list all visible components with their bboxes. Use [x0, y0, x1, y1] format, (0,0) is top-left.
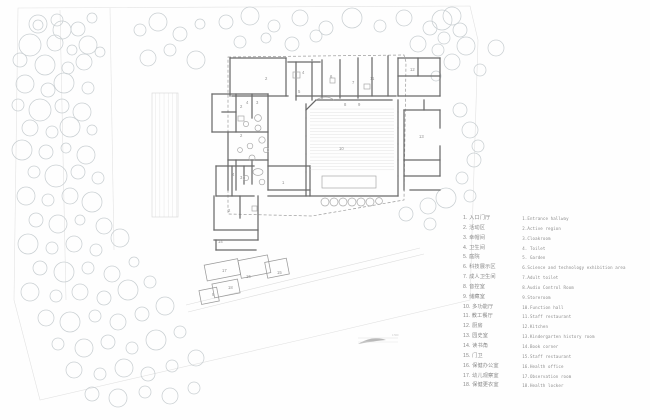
legend-item-cn: 18. 保健更衣室: [463, 382, 499, 389]
legend-item-en: 6.Science and technology exhibition area: [522, 265, 626, 271]
room-number-label: 18: [228, 285, 233, 290]
room-number-label: 12: [410, 67, 415, 72]
function-hall-seating: [310, 106, 394, 172]
room-number-label: 2: [228, 208, 231, 213]
legend-item-cn: 4. 卫生间: [463, 244, 486, 251]
room-number-label: 10: [339, 146, 344, 151]
legend-item-cn: 16. 保健办公室: [463, 362, 499, 369]
legend: 1. 入口门厅 2. 活动区 3. 幸帽间 4. 卫生间 5. 庭院 6. 科技展示区 7.…: [463, 214, 648, 391]
room-number-label: 4: [246, 100, 249, 105]
room-number-label: 13: [419, 134, 424, 139]
legend-item-cn: 12. 厨房: [463, 323, 483, 330]
room-number-label: 9: [358, 102, 361, 107]
legend-item-en: 14.Book corner: [522, 343, 559, 349]
room-number-label: 3: [240, 175, 243, 180]
exterior-steps: [151, 92, 179, 218]
legend-item-en: 15.Staff restaurant: [522, 353, 572, 359]
legend-item-cn: 14. 读书角: [463, 342, 489, 349]
column-grid: [285, 57, 399, 177]
legend-item-cn: 9. 储藏室: [463, 293, 486, 300]
legend-chinese-column: 1. 入口门厅 2. 活动区 3. 幸帽间 4. 卫生间 5. 庭院 6. 科技展示区 7.…: [463, 214, 510, 391]
room-number-label: 4: [302, 70, 305, 75]
legend-item-en: 2.Active region: [522, 225, 561, 231]
interior-walls: [211, 55, 441, 251]
legend-item-en: 12.Kitchen: [522, 324, 549, 330]
room-number-label: 3: [256, 100, 259, 105]
room-number-label: 7: [352, 80, 355, 85]
legend-item-en: 18.Health locker: [522, 383, 564, 389]
legend-item-en: 16.Health office: [522, 363, 564, 369]
legend-item-en: 4. Toilet: [522, 245, 546, 251]
legend-item-cn: 1. 入口门厅: [463, 215, 491, 221]
legend-item-en: 17.Observation room: [522, 373, 572, 379]
room-number-label: 9: [212, 292, 215, 297]
legend-item-en: 10.Function hall: [522, 304, 564, 310]
legend-item-en: 3.Cloakroom: [522, 235, 551, 241]
site-path: [185, 247, 425, 313]
room-number-label: 6: [330, 74, 333, 79]
legend-item-en: 9.Storeroom: [522, 294, 551, 300]
legend-item-en: 7.Adult toilet: [522, 275, 559, 281]
legend-item-cn: 15. 门卫: [463, 352, 483, 359]
lobby-seating-circles: [320, 197, 383, 207]
north-arrow-and-scale: [358, 337, 398, 344]
legend-item-en: 5. Garden: [522, 255, 546, 261]
room-number-label: 5: [298, 89, 301, 94]
room-number-label: 14: [218, 239, 223, 244]
tree-canopy-group: [11, 6, 505, 408]
room-number-label: 8: [344, 102, 347, 107]
room-number-label: 1: [282, 180, 285, 185]
furniture-and-fixtures: [237, 71, 377, 212]
legend-item-cn: 17. 幼儿观察室: [463, 372, 499, 379]
legend-item-en: 8.Audio Control Room: [522, 284, 574, 290]
legend-item-cn: 10. 多功能厅: [463, 303, 494, 310]
room-number-label: 2: [265, 76, 268, 81]
room-number-label: 11: [370, 76, 375, 81]
legend-item-cn: 8. 音控室: [463, 283, 486, 290]
legend-item-en: 13.Kindergarten history room: [522, 334, 595, 340]
room-number-label: 17: [222, 268, 227, 273]
legend-item-en: 1.Entrance hallway: [522, 216, 569, 221]
room-number-label: 4: [232, 172, 235, 177]
site-boundary: [13, 5, 479, 401]
legend-item-cn: 6. 科技展示区: [463, 264, 496, 271]
legend-item-cn: 2. 活动区: [463, 224, 486, 231]
legend-english-column: 1.Entrance hallway 2.Active region 3.Cloak…: [522, 214, 648, 391]
room-number-label: 2: [240, 133, 243, 138]
room-number-label: 16: [246, 274, 251, 279]
room-number-label: 2: [240, 104, 243, 109]
building-outline: [227, 54, 407, 217]
legend-item-cn: 13. 园史室: [463, 333, 489, 340]
detached-rooms-cluster: [198, 254, 290, 305]
legend-item-en: 11.Staff restaurant: [522, 314, 572, 320]
scale-note: 1:500: [392, 334, 399, 337]
legend-item-cn: 7. 成人卫生间: [463, 274, 496, 281]
legend-item-cn: 11. 教工餐厅: [463, 313, 493, 320]
legend-item-cn: 3. 幸帽间: [463, 234, 486, 241]
room-number-label: 15: [277, 270, 282, 275]
legend-item-cn: 5. 庭院: [463, 254, 480, 261]
